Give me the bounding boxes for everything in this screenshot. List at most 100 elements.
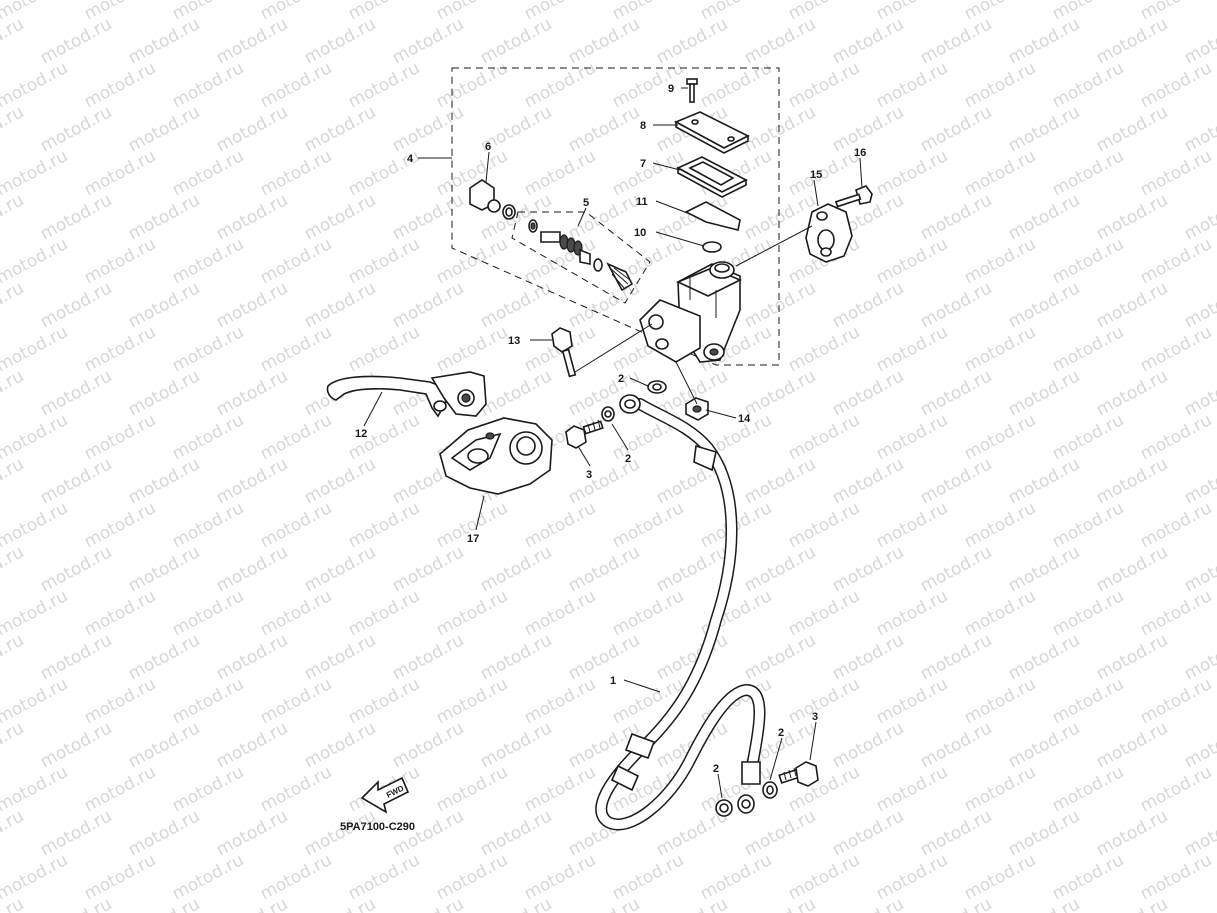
watermark-text: motod.ru bbox=[1137, 498, 1215, 552]
watermark-text: motod.ru bbox=[697, 850, 775, 904]
watermark-text: motod.ru bbox=[213, 718, 291, 772]
watermark-text: motod.ru bbox=[1049, 674, 1127, 728]
watermark-text: motod.ru bbox=[345, 234, 423, 288]
watermark-text: motod.ru bbox=[389, 190, 467, 244]
watermark-text: motod.ru bbox=[917, 190, 995, 244]
watermark-text: motod.ru bbox=[1005, 278, 1083, 332]
watermark-text: motod.ru bbox=[301, 190, 379, 244]
watermark-text: motod.ru bbox=[301, 718, 379, 772]
watermark-text: motod.ru bbox=[257, 850, 335, 904]
watermark-text: motod.ru bbox=[1005, 102, 1083, 156]
watermark-text: motod.ru bbox=[741, 102, 819, 156]
watermark-text: motod.ru bbox=[1005, 542, 1083, 596]
watermark-text: motod.ru bbox=[917, 542, 995, 596]
watermark-text: motod.ru bbox=[1137, 586, 1215, 640]
watermark-text: motod.ru bbox=[1093, 630, 1171, 684]
watermark-text: motod.ru bbox=[521, 674, 599, 728]
watermark-text: motod.ru bbox=[0, 674, 71, 728]
watermark-text: motod.ru bbox=[169, 410, 247, 464]
watermark-text: motod.ru bbox=[477, 14, 555, 68]
watermark-text: motod.ru bbox=[213, 14, 291, 68]
watermark-text: motod.ru bbox=[785, 850, 863, 904]
watermark-text: motod.ru bbox=[169, 234, 247, 288]
part-piston-kit-5 bbox=[528, 219, 634, 292]
watermark-text: motod.ru bbox=[521, 146, 599, 200]
watermark-text: motod.ru bbox=[477, 806, 555, 860]
watermark-text: motod.ru bbox=[37, 190, 115, 244]
part-cap-8 bbox=[674, 111, 750, 154]
watermark-text: motod.ru bbox=[785, 498, 863, 552]
watermark-text: motod.ru bbox=[1093, 718, 1171, 772]
watermark-text: motod.ru bbox=[1181, 454, 1217, 508]
watermark-text: motod.ru bbox=[125, 894, 203, 913]
watermark-text: motod.ru bbox=[345, 674, 423, 728]
watermark-text: motod.ru bbox=[961, 586, 1039, 640]
watermark-text: motod.ru bbox=[0, 322, 71, 376]
watermark-text: motod.ru bbox=[1049, 762, 1127, 816]
watermark-text: motod.ru bbox=[1137, 850, 1215, 904]
watermark-text: motod.ru bbox=[213, 454, 291, 508]
watermark-text: motod.ru bbox=[0, 850, 71, 904]
watermark-text: motod.ru bbox=[873, 762, 951, 816]
watermark-text: motod.ru bbox=[213, 102, 291, 156]
watermark-text: motod.ru bbox=[1049, 322, 1127, 376]
callout-11: 11 bbox=[636, 196, 648, 208]
watermark-text: motod.ru bbox=[917, 718, 995, 772]
watermark-text: motod.ru bbox=[961, 146, 1039, 200]
watermark-text: motod.ru bbox=[1181, 894, 1217, 913]
watermark-text: motod.ru bbox=[169, 498, 247, 552]
callout-7: 7 bbox=[640, 158, 646, 170]
watermark-text: motod.ru bbox=[81, 410, 159, 464]
watermark-text: motod.ru bbox=[785, 410, 863, 464]
watermark-text: motod.ru bbox=[477, 718, 555, 772]
watermark-text: motod.ru bbox=[1137, 674, 1215, 728]
watermark-text: motod.ru bbox=[81, 586, 159, 640]
watermark-text: motod.ru bbox=[257, 146, 335, 200]
watermark-text: motod.ru bbox=[565, 278, 643, 332]
watermark-text: motod.ru bbox=[1137, 146, 1215, 200]
watermark-text: motod.ru bbox=[125, 542, 203, 596]
part-holder-7 bbox=[676, 156, 748, 198]
watermark-text: motod.ru bbox=[1049, 234, 1127, 288]
part-brake-hose-1 bbox=[595, 394, 766, 831]
watermark-text: motod.ru bbox=[785, 586, 863, 640]
assembly-5-outline bbox=[511, 211, 651, 304]
watermark-text: motod.ru bbox=[477, 278, 555, 332]
callout-14: 14 bbox=[738, 413, 751, 425]
part-cover-17 bbox=[439, 417, 553, 495]
watermark-text: motod.ru bbox=[1093, 190, 1171, 244]
watermark-text: motod.ru bbox=[829, 14, 907, 68]
watermark-text: motod.ru bbox=[257, 762, 335, 816]
watermark-text: motod.ru bbox=[565, 454, 643, 508]
callout-2-lower-left: 2 bbox=[713, 763, 719, 775]
watermark-text: motod.ru bbox=[609, 850, 687, 904]
watermark-text: motod.ru bbox=[917, 454, 995, 508]
watermark-text: motod.ru bbox=[609, 498, 687, 552]
watermark-text: motod.ru bbox=[1049, 58, 1127, 112]
watermark-text: motod.ru bbox=[125, 454, 203, 508]
watermark-text: motod.ru bbox=[1005, 630, 1083, 684]
watermark-text: motod.ru bbox=[0, 454, 27, 508]
watermark-text: motod.ru bbox=[1181, 542, 1217, 596]
callout-10: 10 bbox=[634, 227, 646, 239]
diagram-code: 5PA7100-C290 bbox=[340, 821, 415, 833]
watermark-text: motod.ru bbox=[521, 762, 599, 816]
watermark-text: motod.ru bbox=[169, 322, 247, 376]
watermark-text: motod.ru bbox=[477, 894, 555, 913]
callout-15: 15 bbox=[810, 169, 822, 181]
callout-3-lower: 3 bbox=[812, 711, 818, 723]
watermark-text: motod.ru bbox=[1093, 278, 1171, 332]
callout-2-center: 2 bbox=[625, 453, 631, 465]
part-pivot-bolt-13 bbox=[551, 327, 577, 378]
watermark-text: motod.ru bbox=[433, 234, 511, 288]
watermark-text: motod.ru bbox=[873, 850, 951, 904]
callout-16: 16 bbox=[854, 147, 866, 159]
watermark-text: motod.ru bbox=[257, 322, 335, 376]
watermark-text: motod.ru bbox=[741, 806, 819, 860]
watermark-text: motod.ru bbox=[1181, 806, 1217, 860]
watermark-text: motod.ru bbox=[521, 850, 599, 904]
watermark-text: motod.ru bbox=[81, 498, 159, 552]
watermark-text: motod.ru bbox=[301, 14, 379, 68]
watermark-text: motod.ru bbox=[433, 762, 511, 816]
watermark-text: motod.ru bbox=[213, 630, 291, 684]
